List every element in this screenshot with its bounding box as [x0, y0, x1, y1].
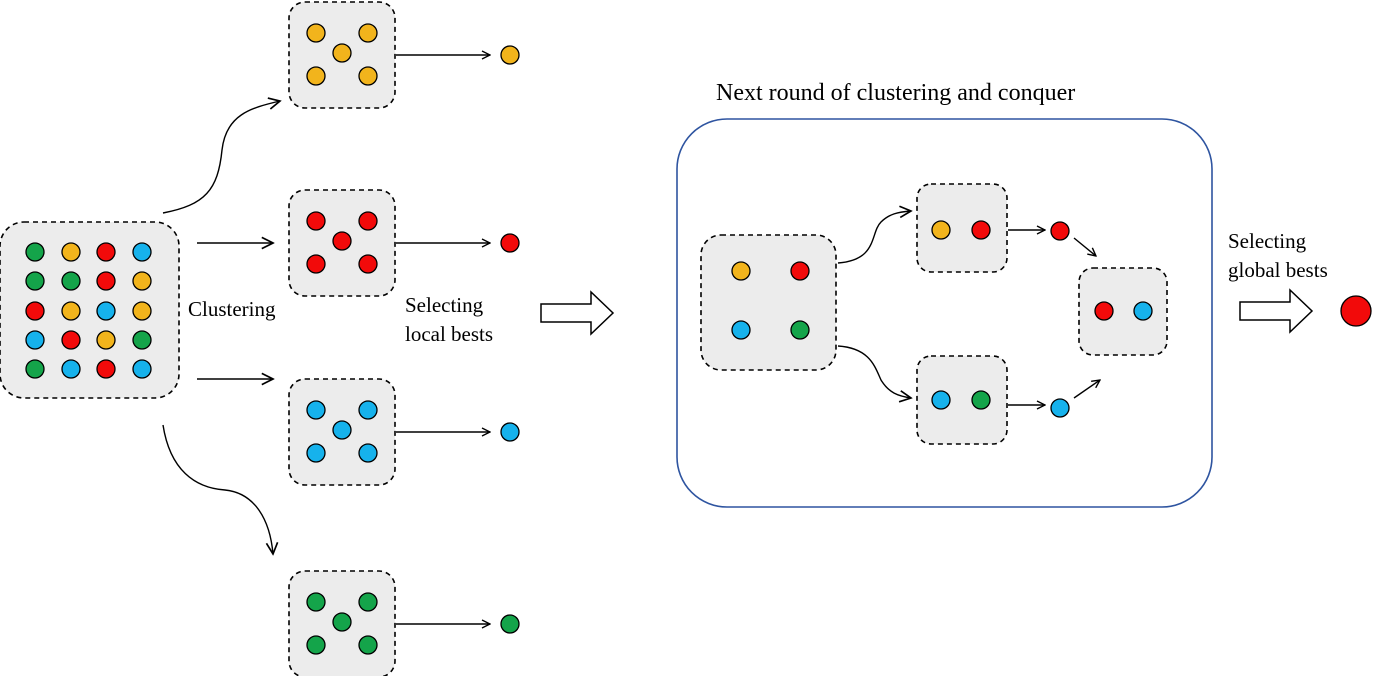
- merge-arrow-2: [1073, 380, 1100, 399]
- population-dot-blue: [61, 359, 81, 379]
- cluster-dot-red: [358, 254, 378, 274]
- population-dot-yellow: [132, 301, 152, 321]
- cluster-dot-yellow: [306, 23, 326, 43]
- local-best-dot-yellow: [500, 45, 520, 65]
- cluster-dot-red: [306, 211, 326, 231]
- cluster-dot-green: [306, 635, 326, 655]
- next-best-dot-red: [1050, 221, 1070, 241]
- population-dot-red: [96, 359, 116, 379]
- population-dot-blue: [132, 242, 152, 262]
- population-dot-red: [96, 271, 116, 291]
- hollow-arrow-to-global-best: [1239, 288, 1314, 334]
- cluster-dot-red: [358, 211, 378, 231]
- population-dot-yellow: [61, 242, 81, 262]
- cluster-dot-blue: [358, 400, 378, 420]
- population-dot-red: [61, 330, 81, 350]
- merge-arrow-1: [1073, 237, 1096, 256]
- clustering-arrow-4: [162, 424, 273, 554]
- next-round-input-dot-red: [790, 261, 810, 281]
- initial-population-box: [0, 221, 180, 399]
- cluster-dot-blue: [306, 443, 326, 463]
- clustering-arrow-1: [162, 101, 280, 214]
- local-best-dot-green: [500, 614, 520, 634]
- global-best-dot: [1340, 295, 1372, 327]
- cluster-dot-yellow: [358, 23, 378, 43]
- cluster-dot-blue: [358, 443, 378, 463]
- population-dot-green: [132, 330, 152, 350]
- selecting-local-label-line2: local bests: [405, 322, 494, 346]
- population-dot-green: [25, 271, 45, 291]
- next-round-input-dot-blue: [731, 320, 751, 340]
- cluster-dot-green: [358, 635, 378, 655]
- local-best-dot-red: [500, 233, 520, 253]
- group-dot-yellow: [931, 220, 951, 240]
- next-round-group-box-1: [916, 183, 1008, 273]
- population-dot-blue: [96, 301, 116, 321]
- next-round-panel: [676, 118, 1213, 508]
- cluster-dot-blue: [332, 420, 352, 440]
- merged-dot-blue: [1133, 301, 1153, 321]
- next-round-input-dot-yellow: [731, 261, 751, 281]
- clustering-label: Clustering: [188, 297, 276, 321]
- population-dot-yellow: [61, 301, 81, 321]
- next-round-input-box: [700, 234, 837, 371]
- selecting-global-label-line1: Selecting: [1228, 229, 1307, 253]
- population-dot-blue: [25, 330, 45, 350]
- next-cluster-arrow-2: [837, 345, 911, 398]
- cluster-dot-yellow: [332, 43, 352, 63]
- next-round-title: Next round of clustering and conquer: [716, 80, 1076, 106]
- cluster-dot-blue: [306, 400, 326, 420]
- cluster-dot-green: [332, 612, 352, 632]
- merged-box: [1078, 267, 1168, 356]
- cluster-dot-red: [306, 254, 326, 274]
- cluster-dot-red: [332, 231, 352, 251]
- population-dot-blue: [132, 359, 152, 379]
- population-dot-red: [96, 242, 116, 262]
- selecting-local-label-line1: Selecting: [405, 293, 484, 317]
- group-dot-blue: [931, 390, 951, 410]
- next-best-dot-blue: [1050, 398, 1070, 418]
- selecting-global-label-line2: global bests: [1228, 258, 1328, 282]
- population-dot-yellow: [96, 330, 116, 350]
- local-best-dot-blue: [500, 422, 520, 442]
- population-dot-green: [25, 359, 45, 379]
- merged-dot-red: [1094, 301, 1114, 321]
- group-dot-green: [971, 390, 991, 410]
- population-dot-green: [61, 271, 81, 291]
- cluster-dot-yellow: [306, 66, 326, 86]
- population-dot-green: [25, 242, 45, 262]
- cluster-dot-green: [358, 592, 378, 612]
- next-cluster-arrow-1: [837, 211, 911, 264]
- next-round-group-box-2: [916, 355, 1008, 445]
- next-round-input-dot-green: [790, 320, 810, 340]
- cluster-dot-yellow: [358, 66, 378, 86]
- population-dot-red: [25, 301, 45, 321]
- hollow-arrow-to-next-round: [540, 290, 615, 336]
- cluster-dot-green: [306, 592, 326, 612]
- group-dot-red: [971, 220, 991, 240]
- population-dot-yellow: [132, 271, 152, 291]
